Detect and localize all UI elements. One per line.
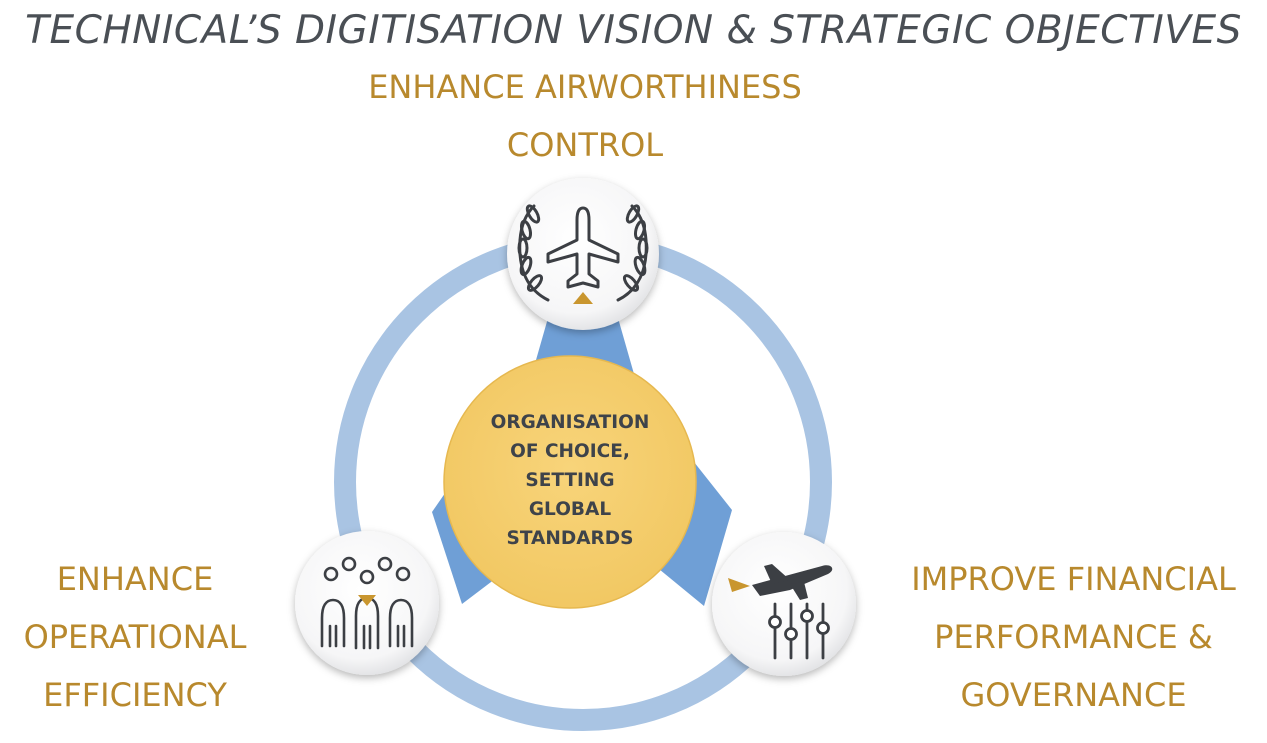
objective-right-line-1: IMPROVE FINANCIAL: [911, 560, 1236, 598]
plane-takeoff-sliders-icon: [728, 564, 833, 660]
objective-left-line-2: OPERATIONAL: [23, 618, 247, 656]
center-line-2: OF CHOICE,: [510, 441, 630, 462]
objective-top-line-1: ENHANCE AIRWORTHINESS: [368, 68, 802, 106]
connector-right: [648, 462, 732, 606]
objective-top-label: ENHANCE AIRWORTHINESS CONTROL: [330, 58, 840, 174]
center-line-4: GLOBAL: [528, 499, 612, 520]
node-right: [712, 532, 856, 676]
node-top: [507, 178, 659, 330]
center-statement: ORGANISATION OF CHOICE, SETTING GLOBAL S…: [440, 408, 700, 553]
left-accent-triangle: [358, 595, 376, 606]
objective-top-line-2: CONTROL: [506, 126, 664, 164]
objective-left-line-3: EFFICIENCY: [43, 676, 227, 714]
center-line-1: ORGANISATION: [490, 412, 650, 433]
top-accent-triangle: [573, 292, 593, 304]
center-circle: [443, 355, 697, 609]
page-title: TECHNICAL’S DIGITISATION VISION & STRATE…: [25, 8, 1242, 53]
center-line-3: SETTING: [525, 470, 615, 491]
objective-left-line-1: ENHANCE: [56, 560, 214, 598]
objective-right-label: IMPROVE FINANCIAL PERFORMANCE & GOVERNAN…: [880, 550, 1267, 724]
node-left: [295, 531, 439, 675]
objective-left-label: ENHANCE OPERATIONAL EFFICIENCY: [0, 550, 270, 724]
airplane-laurel-icon: [517, 204, 649, 302]
objective-right-line-2: PERFORMANCE &: [934, 618, 1213, 656]
center-line-5: STANDARDS: [506, 528, 634, 549]
objective-right-line-3: GOVERNANCE: [960, 676, 1187, 714]
right-accent-triangle: [728, 578, 750, 592]
